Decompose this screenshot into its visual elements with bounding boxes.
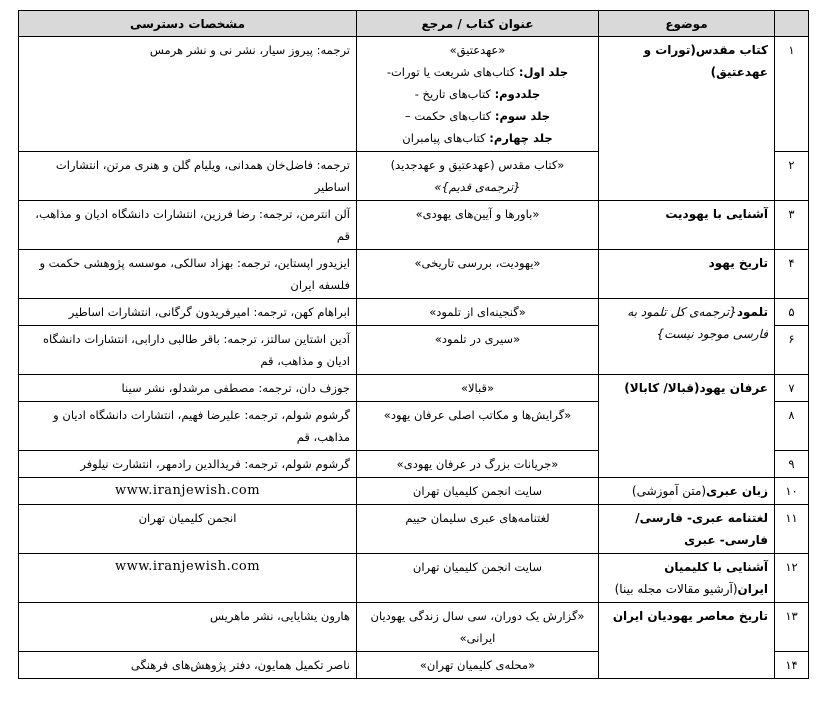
table-row: ۱۰ زبان عبری(متن آموزشی) سایت انجمن کلیم… <box>18 477 809 505</box>
row-title: «جریانات بزرگ در عرفان یهودی» <box>356 450 599 478</box>
row-topic: لغتنامه عبری- فارسی/فارسی- عبری <box>598 504 775 554</box>
row-access: گرشوم شولم، ترجمه: فریدالدین رادمهر، انت… <box>18 450 357 478</box>
table-row: ۱۱ لغتنامه عبری- فارسی/فارسی- عبری لغتنا… <box>18 504 809 554</box>
row-number: ۲ <box>774 151 809 201</box>
row-access: هارون یشایایی، نشر ماهریس <box>18 602 357 652</box>
row-topic: آشنایی با یهودیت <box>598 200 775 250</box>
row-title: «کتاب مقدس (عهدعتیق و عهدجدید) {ترجمه‌ی … <box>356 151 599 201</box>
row-topic: عرفان یهود(قبالا/ کابالا) <box>598 374 775 478</box>
row-topic: تاریخ یهود <box>598 249 775 299</box>
header-title: عنوان کتاب / مرجع <box>356 10 599 37</box>
row-title: «سیری در تلمود» <box>356 325 599 375</box>
title-line: جلد چهارم: کتاب‌های پیامبران <box>402 131 553 145</box>
row-access: آلن انترمن، ترجمه: رضا فرزین، انتشارات د… <box>18 200 357 250</box>
row-topic: تاریخ معاصر یهودیان ایران <box>598 602 775 679</box>
table-row: ۷ عرفان یهود(قبالا/ کابالا) «قبالا» جوزف… <box>18 374 809 478</box>
table-row: ۳ آشنایی با یهودیت «باورها و آیین‌های یه… <box>18 200 809 250</box>
table-row: ۱۴ «محله‌ی کلیمیان تهران» ناصر تکمیل هما… <box>18 651 809 679</box>
header-num <box>774 10 809 37</box>
title-line: جلددوم: کتاب‌های تاریخ - <box>414 87 541 101</box>
table-row: ۱۲ آشنایی با کلیمیان ایران(آرشیو مقالات … <box>18 553 809 603</box>
row-access: ترجمه: پیروز سیار، نشر نی و نشر هرمس <box>18 36 357 152</box>
row-access: جوزف دان، ترجمه: مصطفی مرشدلو، نشر سینا <box>18 374 357 402</box>
table-row: ۱ کتاب مقدس(تورات و عهدعتیق) «عهدعتیق» ج… <box>18 36 809 201</box>
row-title: «گرایش‌ها و مکاتب اصلی عرفان یهود» <box>356 401 599 451</box>
row-title: «عهدعتیق» جلد اول: کتاب‌های شریعت یا تور… <box>356 36 599 152</box>
header-access: مشخصات دسترسی <box>18 10 357 37</box>
header-topic: موضوع <box>598 10 775 37</box>
row-access: ابراهام کهن، ترجمه: امیرفریدون گرگانی، ا… <box>18 298 357 326</box>
row-access: انجمن کلیمیان تهران <box>18 504 357 554</box>
row-number: ۱۲ <box>774 553 809 603</box>
row-number: ۸ <box>774 401 809 451</box>
reference-table-container: موضوع عنوان کتاب / مرجع مشخصات دسترسی ۱ … <box>18 10 809 679</box>
row-number: ۱ <box>774 36 809 152</box>
title-line: «عهدعتیق» <box>449 43 506 57</box>
table-row: ۸ «گرایش‌ها و مکاتب اصلی عرفان یهود» گرش… <box>18 401 809 451</box>
row-number: ۱۴ <box>774 651 809 679</box>
row-title: سایت انجمن کلیمیان تهران <box>356 477 599 505</box>
row-access: ناصر تکمیل همایون، دفتر پژوهش‌های فرهنگی <box>18 651 357 679</box>
row-number: ۵ <box>774 298 809 326</box>
header-row: موضوع عنوان کتاب / مرجع مشخصات دسترسی <box>18 10 809 37</box>
row-topic: تلمود{ترجمه‌ی کل تلمود به فارسی موجود نی… <box>598 298 775 375</box>
row-access: آدین اشتاین سالتز، ترجمه: باقر طالبی دار… <box>18 325 357 375</box>
title-line: جلد اول: کتاب‌های شریعت یا تورات- <box>386 65 569 79</box>
row-access: ترجمه: فاضل‌خان همدانی، ویلیام گلن و هنر… <box>18 151 357 201</box>
row-number: ۱۰ <box>774 477 809 505</box>
row-topic: زبان عبری(متن آموزشی) <box>598 477 775 505</box>
row-number: ۴ <box>774 249 809 299</box>
row-topic: کتاب مقدس(تورات و عهدعتیق) <box>598 36 775 201</box>
table-row: ۱۳ تاریخ معاصر یهودیان ایران «گزارش یک د… <box>18 602 809 679</box>
row-title: سایت انجمن کلیمیان تهران <box>356 553 599 603</box>
row-access-link[interactable]: www.iranjewish.com <box>18 553 357 603</box>
table-row: ۶ «سیری در تلمود» آدین اشتاین سالتز، ترج… <box>18 325 809 375</box>
row-access: گرشوم شولم، ترجمه: علیرضا فهیم، انتشارات… <box>18 401 357 451</box>
row-title: «گزارش یک دوران، سی سال زندگی یهودیان ای… <box>356 602 599 652</box>
table-row: ۵ تلمود{ترجمه‌ی کل تلمود به فارسی موجود … <box>18 298 809 375</box>
title-line: جلد سوم: کتاب‌های حکمت – <box>404 109 551 123</box>
row-title: «گنجینه‌ای از تلمود» <box>356 298 599 326</box>
row-access: ایزیدور اپستاین، ترجمه: بهزاد سالکی، موس… <box>18 249 357 299</box>
row-number: ۱۱ <box>774 504 809 554</box>
table-row: ۲ «کتاب مقدس (عهدعتیق و عهدجدید) {ترجمه‌… <box>18 151 809 201</box>
row-number: ۳ <box>774 200 809 250</box>
row-title: «یهودیت، بررسی تاریخی» <box>356 249 599 299</box>
row-title: «قبالا» <box>356 374 599 402</box>
row-title: «محله‌ی کلیمیان تهران» <box>356 651 599 679</box>
row-title: «باورها و آیین‌های یهودی» <box>356 200 599 250</box>
table-row: ۴ تاریخ یهود «یهودیت، بررسی تاریخی» ایزی… <box>18 249 809 299</box>
row-number: ۶ <box>774 325 809 375</box>
row-topic: آشنایی با کلیمیان ایران(آرشیو مقالات مجل… <box>598 553 775 603</box>
row-title: لغتنامه‌های عبری سلیمان حییم <box>356 504 599 554</box>
row-access-link[interactable]: www.iranjewish.com <box>18 477 357 505</box>
row-number: ۹ <box>774 450 809 478</box>
row-number: ۷ <box>774 374 809 402</box>
row-number: ۱۳ <box>774 602 809 652</box>
reference-table: موضوع عنوان کتاب / مرجع مشخصات دسترسی ۱ … <box>18 10 809 679</box>
